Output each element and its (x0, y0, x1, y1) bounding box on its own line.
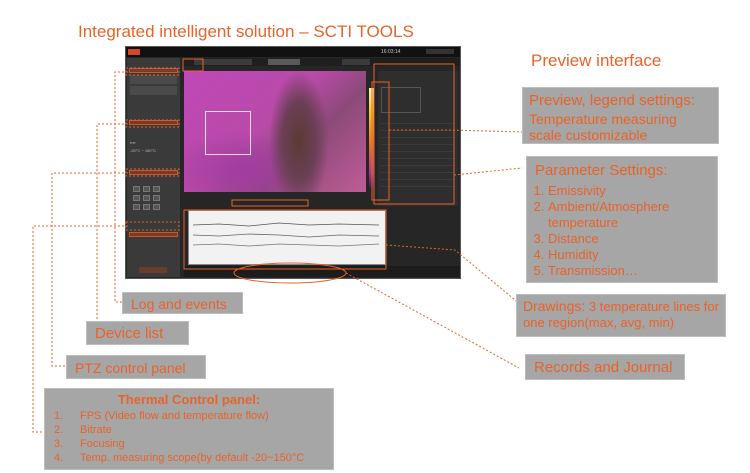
parameters-callout: Parameter Settings: Emissivity Ambient/A… (526, 156, 718, 283)
ptz-callout: PTZ control panel (66, 355, 206, 379)
param-row-3[interactable] (381, 133, 455, 138)
ptz-label: PTZ control panel (75, 360, 186, 376)
param-row-6[interactable] (381, 154, 455, 159)
thermal-item: 1.FPS (Video flow and temperature flow) (54, 410, 269, 422)
region-of-interest[interactable] (205, 111, 251, 155)
temp-scope-label: ▪▪▪▪ (130, 140, 136, 145)
parameters-connector (453, 167, 523, 176)
drawings-callout: Drawings: 3 temperature lines for one re… (516, 294, 726, 337)
app-status-bar (184, 266, 460, 277)
parameter-item: Transmission… (548, 263, 709, 279)
app-tab-2[interactable] (222, 59, 252, 65)
thermal-preview[interactable] (184, 71, 366, 192)
log-header[interactable] (129, 120, 178, 125)
thermal-callout: Thermal Control panel: 1.FPS (Video flow… (44, 388, 334, 470)
temp-scope-value: -20°C ~ 150°C (130, 148, 156, 153)
app-tabs (182, 58, 460, 66)
param-row-2[interactable] (381, 126, 455, 131)
param-row-9[interactable] (381, 175, 455, 180)
legend-heading: Preview, legend settings: (529, 92, 695, 109)
thermal-item: 3.Focusing (54, 438, 125, 450)
parameters-heading: Parameter Settings: (535, 162, 668, 179)
parameter-panel (378, 71, 458, 206)
app-menubar: 16:03:14 (126, 47, 460, 57)
legend-body: Temperature measuring scale customizable (529, 111, 677, 143)
ptz-right-button[interactable] (153, 195, 160, 201)
parameter-item: Ambient/Atmosphere temperature (548, 199, 709, 231)
app-screenshot: 16:03:14 ▪▪▪▪ -20°C ~ 150°C (125, 46, 461, 279)
temperature-graph (188, 210, 386, 265)
ptz-left-button[interactable] (133, 195, 140, 201)
app-tab-3[interactable] (268, 59, 300, 65)
preview-interface-title: Preview interface (531, 51, 662, 70)
thermal-item: 2.Bitrate (54, 424, 112, 436)
param-row-5[interactable] (381, 147, 455, 152)
ptz-down-button[interactable] (143, 204, 150, 210)
param-row-4[interactable] (381, 140, 455, 145)
ptz-down-right-button[interactable] (153, 204, 160, 210)
parameters-list: Emissivity Ambient/Atmosphere temperatur… (535, 183, 709, 279)
app-tab-4[interactable] (342, 59, 370, 65)
device-list-callout: Device list (86, 321, 189, 345)
thermal-item: 4.Temp. measuring scope(by default -20~1… (54, 452, 305, 464)
records-callout: Records and Journal (525, 354, 685, 380)
temperature-legend-scale[interactable] (369, 88, 374, 188)
app-clock: 16:03:14 (381, 49, 401, 55)
parameter-item: Humidity (548, 247, 709, 263)
records-label: Records and Journal (534, 359, 673, 376)
drawings-heading: Drawings: (523, 298, 586, 314)
device-list-header[interactable] (129, 68, 178, 73)
param-row-7[interactable] (381, 161, 455, 166)
ptz-up-button[interactable] (143, 186, 150, 192)
ptz-down-left-button[interactable] (133, 204, 140, 210)
thermal-heading: Thermal Control panel: (117, 392, 261, 407)
param-row-8[interactable] (381, 168, 455, 173)
param-row-1[interactable] (381, 119, 455, 124)
ptz-header[interactable] (129, 232, 178, 237)
log-label: Log and events (131, 296, 227, 312)
thermal-list: 1.FPS (Video flow and temperature flow) … (54, 409, 304, 465)
thermal-control-header[interactable] (129, 170, 178, 175)
ptz-up-right-button[interactable] (153, 186, 160, 192)
param-row-10[interactable] (381, 182, 455, 187)
ptz-home-button[interactable] (143, 195, 150, 201)
page-title: Integrated intelligent solution – SCTI T… (78, 22, 414, 41)
graph-lines (192, 222, 380, 247)
apply-button[interactable] (139, 267, 167, 273)
records-connector (345, 272, 520, 369)
app-tab-1[interactable] (194, 59, 224, 65)
stats-table (381, 87, 421, 113)
ptz-up-left-button[interactable] (133, 186, 140, 192)
legend-callout: Preview, legend settings: Temperature me… (522, 87, 719, 144)
parameter-item: Distance (548, 231, 709, 247)
device-list-label: Device list (95, 325, 164, 342)
parameter-item: Emissivity (548, 183, 709, 199)
app-left-panel: ▪▪▪▪ -20°C ~ 150°C (127, 58, 180, 277)
drawings-body: 3 temperature lines for one region(max, … (523, 299, 719, 330)
device-item-2[interactable] (130, 86, 177, 95)
device-item-1[interactable] (130, 75, 177, 84)
log-callout: Log and events (122, 292, 243, 314)
